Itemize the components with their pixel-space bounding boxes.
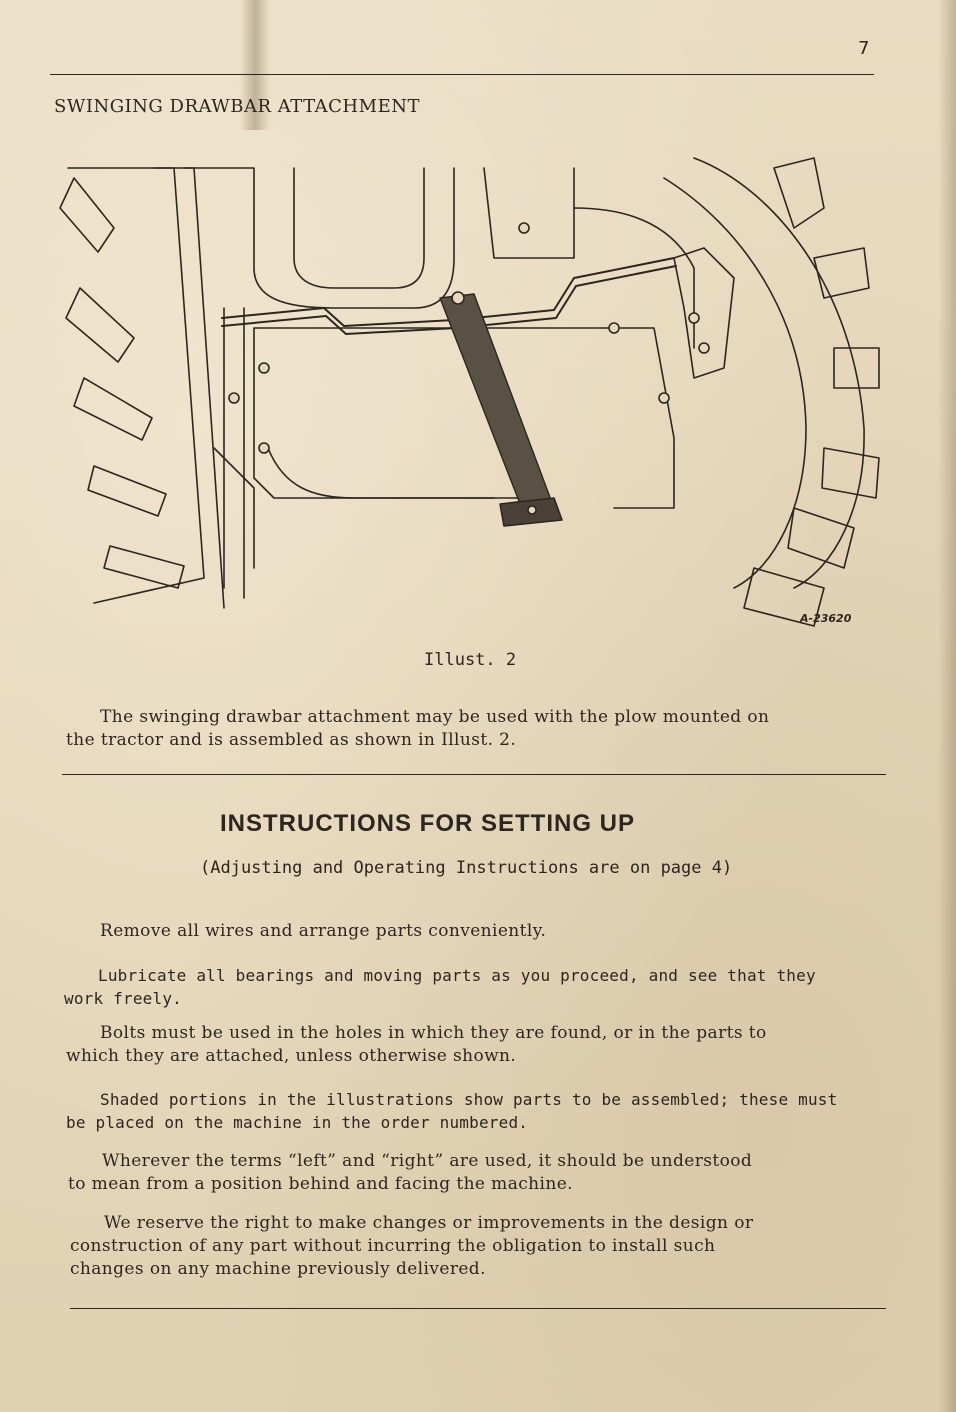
page-edge-shadow	[938, 0, 956, 1412]
p3-line-1: Bolts must be used in the holes in which…	[100, 1023, 767, 1043]
intro-line-2: the tractor and is assembled as shown in…	[66, 730, 517, 750]
p6-line-2: construction of any part without incurri…	[70, 1236, 716, 1256]
instruction-paragraph-4: Shaded portions in the illustrations sho…	[66, 1088, 837, 1134]
p4-line-1: Shaded portions in the illustrations sho…	[100, 1090, 838, 1109]
intro-paragraph: The swinging drawbar attachment may be u…	[66, 706, 769, 752]
left-tire	[59, 167, 225, 609]
instruction-paragraph-5: Wherever the terms “left” and “right” ar…	[68, 1150, 752, 1196]
p5-line-1: Wherever the terms “left” and “right” ar…	[102, 1151, 753, 1171]
right-tire	[663, 157, 880, 627]
instruction-paragraph-6: We reserve the right to make changes or …	[70, 1212, 753, 1281]
illustration-code: A-23620	[800, 612, 852, 625]
p6-line-3: changes on any machine previously delive…	[70, 1259, 486, 1279]
tractor-housing	[183, 167, 695, 599]
swinging-drawbar	[439, 291, 563, 527]
paper-tear	[240, 0, 270, 130]
illustration-caption: Illust. 2	[424, 650, 517, 670]
p3-line-2: which they are attached, unless otherwis…	[66, 1046, 517, 1066]
p6-line-1: We reserve the right to make changes or …	[104, 1213, 754, 1233]
page-number: 7	[858, 38, 870, 59]
intro-line-1: The swinging drawbar attachment may be u…	[100, 707, 770, 727]
instruction-paragraph-1: Remove all wires and arrange parts conve…	[66, 920, 546, 943]
bottom-rule	[70, 1308, 886, 1309]
p2-line-2: work freely.	[64, 989, 182, 1008]
top-rule	[50, 74, 874, 75]
p4-line-2: be placed on the machine in the order nu…	[66, 1113, 529, 1132]
p1-text: Remove all wires and arrange parts conve…	[100, 921, 547, 941]
middle-rule	[62, 774, 886, 775]
instruction-paragraph-2: Lubricate all bearings and moving parts …	[64, 964, 816, 1010]
p2-line-1: Lubricate all bearings and moving parts …	[98, 966, 816, 985]
instruction-paragraph-3: Bolts must be used in the holes in which…	[66, 1022, 767, 1068]
section-heading: SWINGING DRAWBAR ATTACHMENT	[54, 96, 420, 117]
right-bracket	[673, 247, 735, 379]
drawbar-illustration	[59, 157, 880, 627]
instructions-title: INSTRUCTIONS FOR SETTING UP	[220, 810, 636, 837]
p5-line-2: to mean from a position behind and facin…	[68, 1174, 573, 1194]
instructions-subtitle: (Adjusting and Operating Instructions ar…	[200, 858, 733, 878]
bolts	[228, 222, 710, 454]
